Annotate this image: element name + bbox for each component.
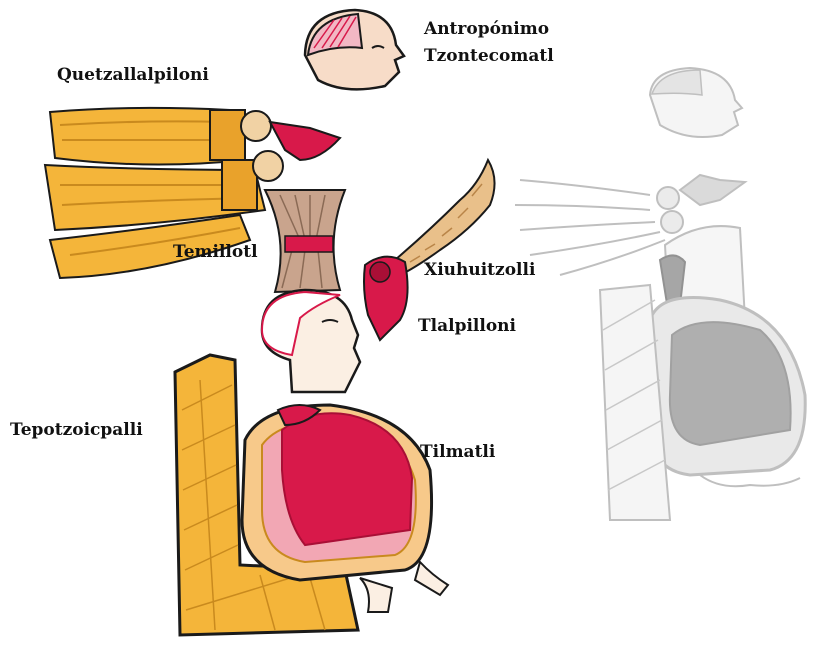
label-tzontecomatl: Tzontecomatl	[424, 48, 554, 65]
label-antroponimo: Antropónimo	[424, 21, 549, 38]
label-tepotzoicpalli: Tepotzoicpalli	[10, 422, 143, 439]
label-tilmatli: Tilmatli	[420, 444, 495, 461]
reference-figure-gray	[515, 68, 805, 520]
tlalpilloni	[364, 257, 408, 340]
label-temillotl: Temillotl	[173, 244, 258, 261]
ruler-head	[262, 290, 360, 392]
temillotl	[265, 190, 345, 292]
label-quetzallalpiloni: Quetzallalpiloni	[57, 67, 209, 84]
label-xiuhuitzolli: Xiuhuitzolli	[424, 262, 535, 279]
label-tlalpilloni: Tlalpilloni	[418, 318, 516, 335]
anthroponym-head	[305, 10, 404, 89]
xiuhuitzolli	[395, 160, 495, 275]
